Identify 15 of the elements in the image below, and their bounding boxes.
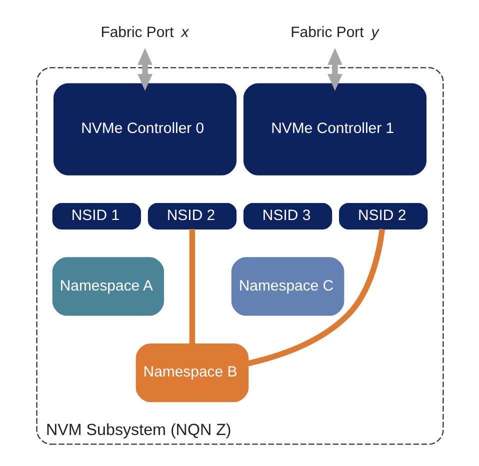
node-box: Namespace B (135, 342, 248, 402)
node-box: NVMe Controller 0 (53, 82, 236, 175)
arrow (327, 47, 342, 90)
node-box: NSID 3 (242, 202, 332, 229)
node-text: Fabric Port y (290, 24, 378, 41)
node-box: Namespace A (52, 256, 164, 316)
connector (188, 228, 195, 344)
node-box: NVMe Controller 1 (242, 82, 426, 175)
node-box: Namespace C (230, 256, 344, 316)
node-box: NSID 2 (338, 202, 428, 229)
node-box: NSID 2 (147, 202, 236, 229)
node-box: NSID 1 (52, 202, 140, 229)
connector (246, 228, 385, 366)
node-text: Fabric Port x (100, 24, 188, 41)
arrow (137, 47, 152, 90)
